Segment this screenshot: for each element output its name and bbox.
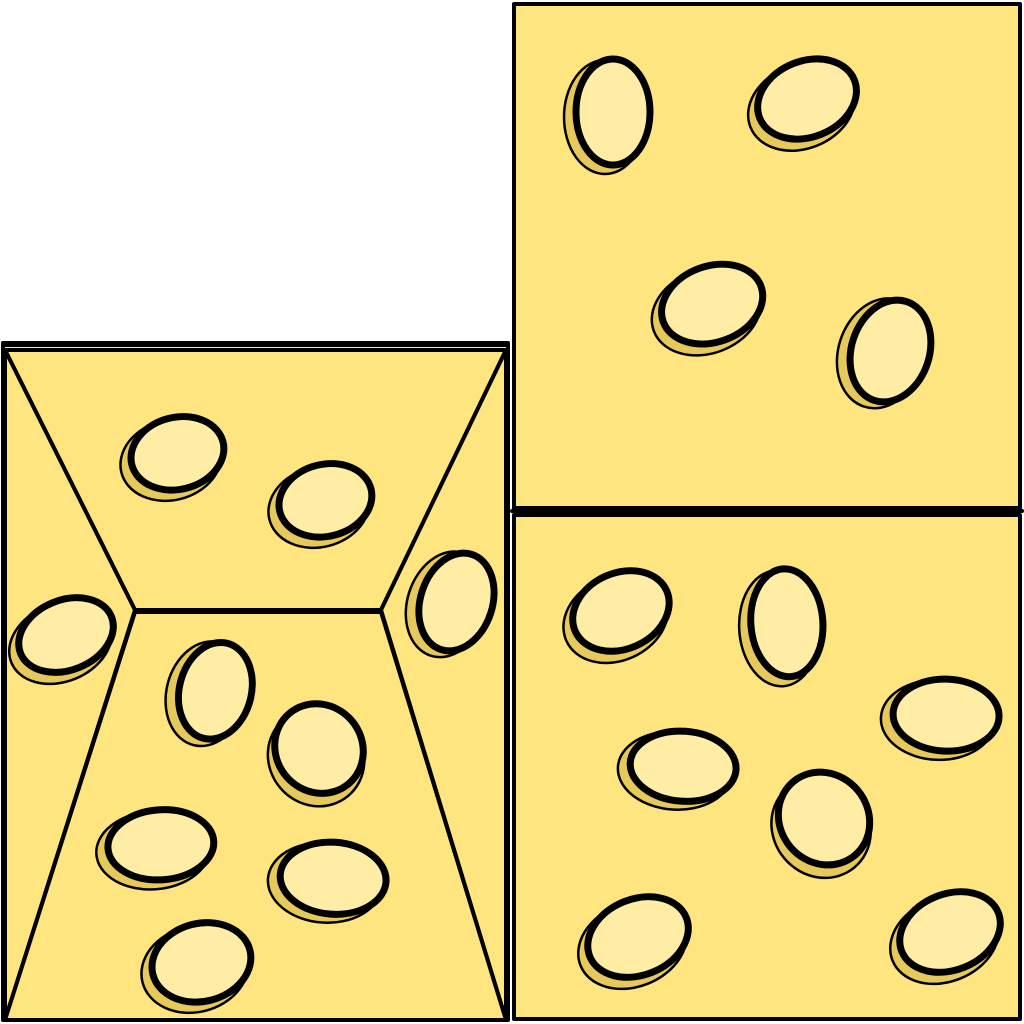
top-right-square-pips xyxy=(562,55,935,410)
pip xyxy=(888,888,1004,986)
pip-hole xyxy=(127,413,228,494)
pip xyxy=(879,675,1003,762)
pip-hole xyxy=(747,565,827,681)
pip-hole xyxy=(275,460,376,541)
pip xyxy=(7,594,117,686)
pip-hole xyxy=(774,768,874,869)
open-box-top-face-pips xyxy=(119,413,376,550)
pip xyxy=(266,838,390,924)
open-box xyxy=(1,341,510,1022)
pip-hole xyxy=(572,55,654,169)
pip-hole xyxy=(271,700,367,797)
open-box-bottom-face-pips xyxy=(95,638,390,1015)
pip xyxy=(140,919,255,1015)
pip xyxy=(266,700,367,808)
open-box-right-face-pips xyxy=(404,549,498,659)
pip-hole xyxy=(584,893,692,981)
pip xyxy=(267,460,376,550)
bottom-right-square xyxy=(512,513,1022,1021)
pip xyxy=(95,806,218,891)
pip-hole xyxy=(658,260,767,348)
pip xyxy=(835,296,935,410)
bottom-right-square-pips xyxy=(562,565,1004,991)
pip xyxy=(404,549,498,659)
pip-hole xyxy=(276,838,390,918)
pip-hole xyxy=(626,727,740,805)
open-box-left-face-pips xyxy=(7,594,117,686)
pip-hole xyxy=(415,549,498,655)
open-box-bottom-face xyxy=(3,610,508,1022)
pip-hole xyxy=(754,55,860,143)
pip-hole xyxy=(15,594,117,676)
pip xyxy=(164,638,256,748)
pip xyxy=(616,727,740,812)
pip-hole xyxy=(148,919,255,1006)
pip xyxy=(770,768,874,880)
pip xyxy=(119,413,228,503)
pip xyxy=(650,260,767,357)
pip xyxy=(746,55,860,152)
pip-hole xyxy=(104,806,218,884)
pip-hole xyxy=(175,638,256,743)
pip-hole xyxy=(896,888,1004,976)
pip-hole xyxy=(889,675,1003,755)
pip-hole xyxy=(846,296,935,406)
pip xyxy=(562,55,654,176)
pip-hole xyxy=(569,567,673,655)
pip xyxy=(562,567,673,665)
top-right-square xyxy=(512,2,1022,510)
pip xyxy=(576,893,692,991)
pip xyxy=(737,565,827,688)
